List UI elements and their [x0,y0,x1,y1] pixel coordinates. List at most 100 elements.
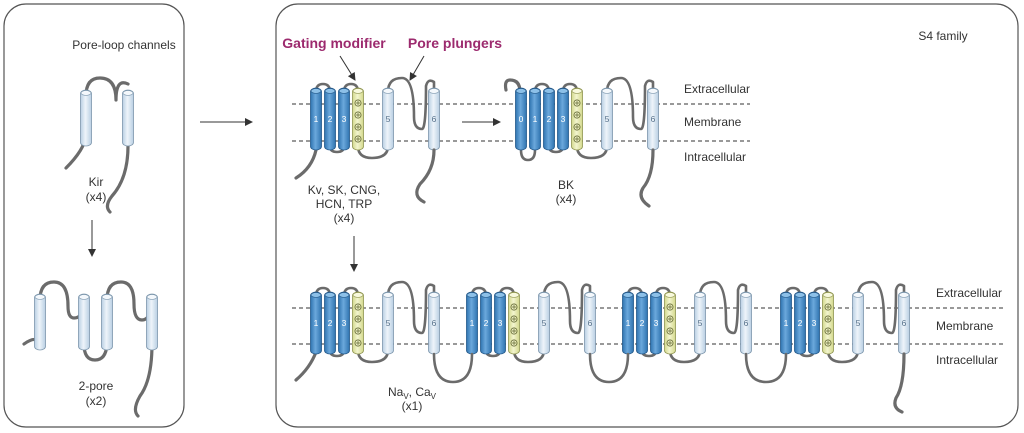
kir-c-term [105,144,130,214]
kv-s6-cap [428,88,440,94]
kir-helix-1-body [80,89,92,147]
kv-s2-body [324,87,336,151]
nav-repeat-1-s3-body [338,291,350,355]
kv-s4-charge-ring [354,111,362,119]
nav-repeat-3-s2-body [636,291,648,355]
nav-repeat-3-s5-cap [694,292,706,298]
nav-repeat-4-s4-charge-ring [824,303,832,311]
nav-repeat-3-s6-cap [740,292,752,298]
nav-repeat-4-s2: 2 [794,291,806,355]
nav-repeat-3-loop-45 [668,348,702,364]
bk-s1-number: 1 [533,114,538,124]
nav-repeat-3-s4 [664,291,676,355]
nav-repeat-3-s2-cap [636,292,648,298]
nav-repeat-2-s4-cap [508,292,520,298]
kir-label: Kir [89,175,104,189]
nav-repeat-2-s1-cap [466,292,478,298]
two-pore-helix-2-body [78,293,90,351]
kv-s4-cap [352,88,364,94]
two-pore-helix-4-cap [146,294,158,300]
nav-repeat-4-s2-body [794,291,806,355]
nav-repeat-4-s1-number: 1 [784,318,789,328]
nav-repeat-1-s3-cap [338,292,350,298]
nav-cav-label: NaV, CaV [388,385,437,401]
bk-pore-loop [605,76,655,131]
nav-repeat-4-s3: 3 [808,291,820,355]
nav-repeat-3-s6-number: 6 [744,318,749,328]
nav-n-term [294,350,318,382]
two-pore-helix-2-cap [78,294,90,300]
nav-repeat-3-s4-charge-ring [666,303,674,311]
kv-s3-number: 3 [342,114,347,124]
nav-repeat-1-s6-cap [428,292,440,298]
extracellular-label-top: Extracellular [684,82,750,96]
nav-repeat-2-s3-number: 3 [498,318,503,328]
nav-linker-3 [744,352,788,384]
bk-s3: 3 [557,87,569,151]
two-pore-c-term [133,342,154,418]
nav-repeat-1-s1-number: 1 [314,318,319,328]
nav-repeat-1-s4-charge-ring [354,303,362,311]
nav-repeat-2-s5: 5 [538,291,550,355]
nav-repeat-1-loop-45 [356,348,390,364]
nav-repeat-3-s5-number: 5 [698,318,703,328]
nav-repeat-3-s4-charge-ring [666,315,674,323]
bk-s6: 6 [647,87,659,151]
nav-repeat-1-s3-number: 3 [342,318,347,328]
nav-repeat-3-s3-number: 3 [654,318,659,328]
nav-repeat-1-s4-charge-ring [354,315,362,323]
bk-s1: 1 [529,87,541,151]
nav-repeat-1-s1: 1 [310,291,322,355]
nav-repeat-1-s4 [352,291,364,355]
nav-repeat-2-s4-charge-ring [510,315,518,323]
gating-modifier-label: Gating modifier [282,35,386,51]
nav-repeat-3-s2: 2 [636,291,648,355]
kv-family-label-line2: HCN, TRP [316,197,372,211]
nav-repeat-4-loop-45 [826,348,860,364]
nav-repeat-2-s2-number: 2 [484,318,489,328]
nav-repeat-2-s6-cap [584,292,596,298]
nav-repeat-1-s2-number: 2 [328,318,333,328]
nav-repeat-1-s5-number: 5 [386,318,391,328]
nav-repeat-3-s5: 5 [694,291,706,355]
s4-family-title: S4 family [918,29,967,43]
kv-s2-cap [324,88,336,94]
arrow-gating-modifier [339,55,356,81]
kv-n-term [294,148,318,180]
kir-helix-2-cap [122,90,134,96]
bk-loop-01 [519,148,537,162]
bk-s2-body [543,87,555,151]
bk-s2-cap [543,88,555,94]
nav-repeat-2-s5-number: 5 [542,318,547,328]
nav-repeat-4-s5: 5 [852,291,864,355]
nav-repeat-1-s6: 6 [428,291,440,355]
nav-repeat-1-s1-cap [310,292,322,298]
nav-repeat-2-s4-charge-ring [510,303,518,311]
extracellular-label-bottom: Extracellular [936,286,1002,300]
bk-s3-cap [557,88,569,94]
nav-linker-1 [432,352,474,384]
two-pore-helix-1-cap [34,294,46,300]
bk-s1-body [529,87,541,151]
kir-helix-1 [80,89,92,147]
nav-repeat-3-s3-cap [650,292,662,298]
nav-repeat-2-s1: 1 [466,291,478,355]
bk-s3-number: 3 [561,114,566,124]
nav-repeat-2-s3-cap [494,292,506,298]
bk-s4-charge-ring [573,111,581,119]
nav-repeat-3-s4-charge-ring [666,339,674,347]
bk-s4-charge-ring [573,99,581,107]
bk-s0-number: 0 [519,114,524,124]
nav-repeat-4-s2-number: 2 [798,318,803,328]
nav-repeat-1-s5-body [382,291,394,355]
nav-repeat-4-s1: 1 [780,291,792,355]
nav-repeat-2-s4-charge-ring [510,327,518,335]
bk-s2: 2 [543,87,555,151]
kv-s5-cap [382,88,394,94]
kv-s4-charge-ring [354,123,362,131]
nav-repeat-4-s6: 6 [898,291,910,355]
nav-repeat-2-s2-body [480,291,492,355]
nav-repeat-3-s1-cap [622,292,634,298]
nav-repeat-2-s6-number: 6 [588,318,593,328]
